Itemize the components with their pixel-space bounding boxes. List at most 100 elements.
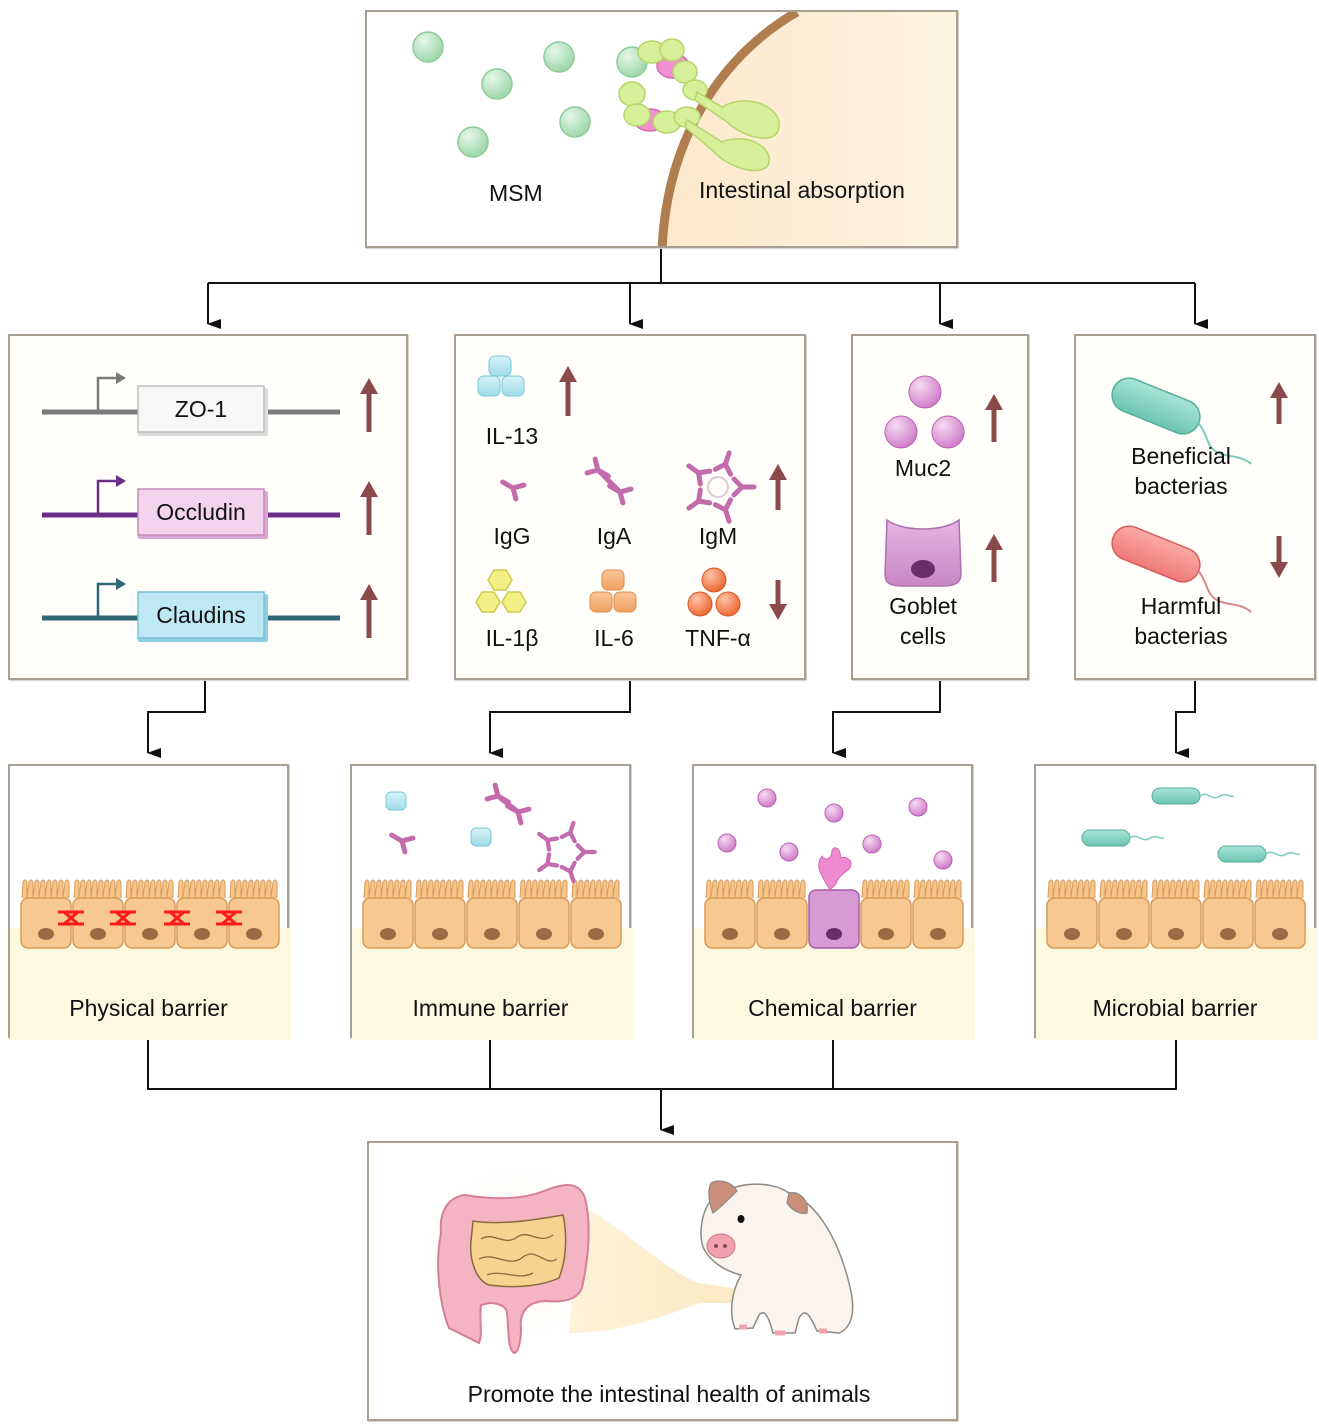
epithelial-cell <box>20 879 72 949</box>
epithelium-illustration <box>694 788 975 1040</box>
goblet-cells-label: Goblet cells <box>889 593 957 649</box>
barrier-label: Immune barrier <box>412 995 569 1021</box>
outcome-label: Promote the intestinal health of animals <box>467 1381 871 1407</box>
tnfa-icon <box>687 567 741 617</box>
igm-label: IgM <box>698 523 738 549</box>
absorption-illustration <box>412 12 956 246</box>
il6-icon <box>589 569 637 613</box>
epithelial-cell <box>1150 879 1202 949</box>
arrow-to-chemical-barrier <box>832 679 941 758</box>
epithelial-cell <box>466 879 518 949</box>
il13-particle <box>385 791 407 811</box>
connector-bottom-bus <box>147 1037 1177 1090</box>
il1b-label: IL-1β <box>485 625 539 651</box>
bacteria-panel: Beneficial bacterias Harmful bacterias <box>1074 334 1316 680</box>
intestinal-absorption-label: Intestinal absorption <box>699 177 905 203</box>
il6-label: IL-6 <box>594 625 634 651</box>
immune-factors-panel: IL-13 IgG IgA IgM IL-1β IL-6 TNF-α <box>454 334 806 680</box>
mucin-particles <box>717 788 953 870</box>
iga-label: IgA <box>596 523 632 549</box>
iga-icon <box>587 459 631 503</box>
epithelial-cell <box>1098 879 1150 949</box>
tnfa-label: TNF-α <box>685 625 751 651</box>
gene-row-claudins: Claudins <box>10 572 410 642</box>
epithelial-cell <box>912 879 964 949</box>
il13-label: IL-13 <box>485 423 539 449</box>
arrow-up-icon <box>1270 382 1288 424</box>
epithelium-illustration <box>1036 787 1318 1040</box>
igg-particle <box>388 828 413 852</box>
promoter-arrow-icon <box>96 376 118 412</box>
igm-particle <box>535 821 594 883</box>
igg-icon <box>499 475 524 499</box>
arrow-up-icon <box>360 584 378 638</box>
transporter-proteins <box>618 38 780 172</box>
epithelial-cell <box>860 879 912 949</box>
gene-label: Occludin <box>156 499 246 525</box>
epithelial-cell <box>1254 879 1306 949</box>
goblet-cell <box>808 889 860 949</box>
igg-label: IgG <box>493 523 531 549</box>
immune-barrier-panel: Immune barrier <box>350 764 633 1040</box>
epithelial-cell <box>570 879 622 949</box>
mucus-panel: Muc2 Goblet cells <box>851 334 1029 680</box>
epithelium-illustration <box>352 766 633 1040</box>
promoter-arrow-icon <box>96 479 118 515</box>
epithelial-cell <box>704 879 756 949</box>
intestinal-wall <box>662 12 956 246</box>
il1b-icon <box>475 569 527 613</box>
gene-label: ZO-1 <box>174 396 228 422</box>
muc2-label: Muc2 <box>894 455 952 481</box>
msm-particle <box>412 31 444 63</box>
goblet-cell-icon <box>884 518 962 587</box>
zoom-beam <box>569 1203 751 1333</box>
physical-barrier-panel: Physical barrier <box>8 764 291 1040</box>
igm-icon <box>684 450 754 523</box>
tight-junction-panel: ZO-1 Occludin Claudins <box>8 334 408 680</box>
arrow-up-icon <box>559 366 577 416</box>
barrier-label: Physical barrier <box>69 995 228 1021</box>
arrow-up-icon <box>360 481 378 535</box>
msm-particle <box>559 106 591 138</box>
harmful-bacteria-label: Harmful bacterias <box>1134 593 1228 649</box>
chemical-barrier-panel: Chemical barrier <box>692 764 975 1040</box>
epithelial-cell <box>362 879 414 949</box>
msm-particle <box>481 68 513 100</box>
tight-junction-icons <box>58 910 242 926</box>
barrier-label: Microbial barrier <box>1092 995 1258 1021</box>
beneficial-bacteria-label: Beneficial bacterias <box>1131 443 1231 499</box>
msm-particles <box>412 31 648 158</box>
epithelial-cell <box>176 879 228 949</box>
msm-label: MSM <box>489 180 543 206</box>
muc2-icon <box>884 375 965 449</box>
gene-row-occludin: Occludin <box>10 469 410 539</box>
arrow-to-physical-barrier <box>147 679 206 758</box>
gut-pig-illustration <box>419 1163 854 1355</box>
promoter-arrow-icon <box>96 582 118 618</box>
gene-label: Claudins <box>156 602 246 628</box>
pig-icon <box>700 1180 854 1336</box>
beneficial-bacteria-particles <box>1081 787 1301 863</box>
small-intestine-icon <box>469 1214 567 1288</box>
epithelial-cell <box>124 879 176 949</box>
epithelial-cell <box>1202 879 1254 949</box>
il13-icon <box>477 355 525 397</box>
arrow-up-icon <box>769 464 787 510</box>
beneficial-bacteria-icon <box>1111 377 1252 465</box>
arrow-to-microbial-barrier <box>1175 679 1196 758</box>
epithelial-cell <box>72 879 124 949</box>
arrow-up-icon <box>985 534 1003 582</box>
epithelial-cell <box>1046 879 1098 949</box>
microbial-barrier-panel: Microbial barrier <box>1034 764 1318 1040</box>
arrow-down-icon <box>769 580 787 620</box>
msm-particle <box>543 41 575 73</box>
iga-particle <box>487 785 529 823</box>
msm-particle <box>457 126 489 158</box>
epithelium-illustration <box>10 879 291 1040</box>
arrow-down-icon <box>1270 536 1288 578</box>
msm-absorption-panel: MSM Intestinal absorption <box>365 10 958 248</box>
mucus-secretion <box>818 847 852 891</box>
outcome-panel: Promote the intestinal health of animals <box>367 1141 958 1421</box>
epithelial-cell <box>228 879 280 949</box>
